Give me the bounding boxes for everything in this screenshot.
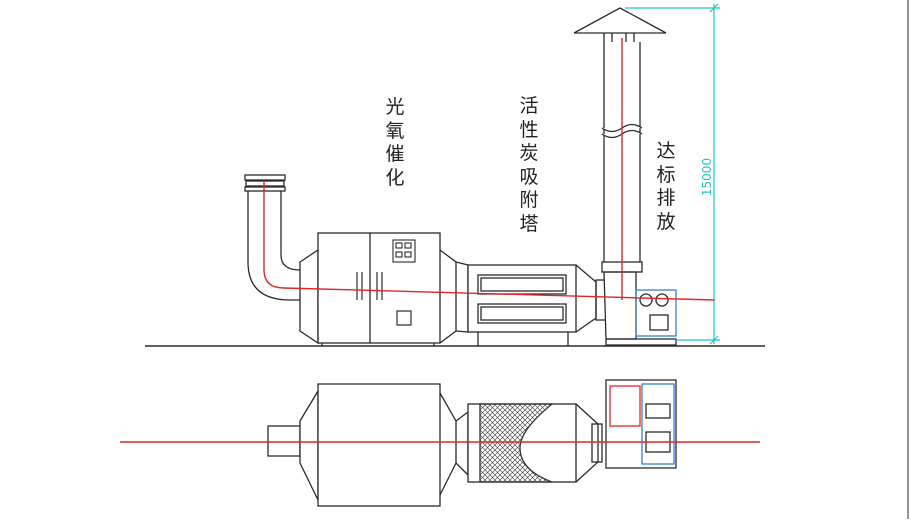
photo-oxidation-unit	[299, 232, 457, 346]
label-char: 化	[385, 166, 405, 189]
label-char: 标	[656, 163, 676, 186]
label-char: 炭	[519, 142, 539, 164]
height-dimension	[625, 3, 720, 345]
inspection-door	[396, 310, 412, 326]
label-photo-oxidation: 光氧催化	[384, 98, 406, 192]
label-char: 光	[385, 96, 405, 118]
exhaust-stack	[573, 7, 667, 273]
exhaust-fan	[595, 271, 677, 346]
activated-carbon-tower	[455, 261, 597, 346]
label-emission: 达标排放	[655, 142, 677, 236]
label-char: 排	[656, 187, 676, 209]
label-char: 活	[519, 95, 539, 117]
label-char: 附	[519, 189, 539, 211]
fan-plan	[605, 379, 677, 469]
label-char: 放	[656, 210, 676, 233]
vent-louvers	[356, 272, 383, 300]
label-char: 氧	[385, 119, 405, 142]
inlet-elbow-duct	[244, 174, 301, 301]
label-activated-carbon: 活性炭吸附塔	[518, 97, 540, 238]
label-char: 达	[656, 140, 676, 162]
label-char: 塔	[519, 212, 539, 235]
label-char: 吸	[519, 165, 539, 188]
label-char: 催	[385, 143, 405, 165]
activated-carbon-plan	[455, 403, 603, 483]
photo-oxidation-plan	[267, 383, 457, 507]
stack-height-dimension-text: 15000	[700, 157, 714, 197]
airflow-path-elevation	[263, 38, 716, 301]
control-panel-icon	[392, 239, 416, 263]
label-char: 性	[519, 118, 539, 141]
